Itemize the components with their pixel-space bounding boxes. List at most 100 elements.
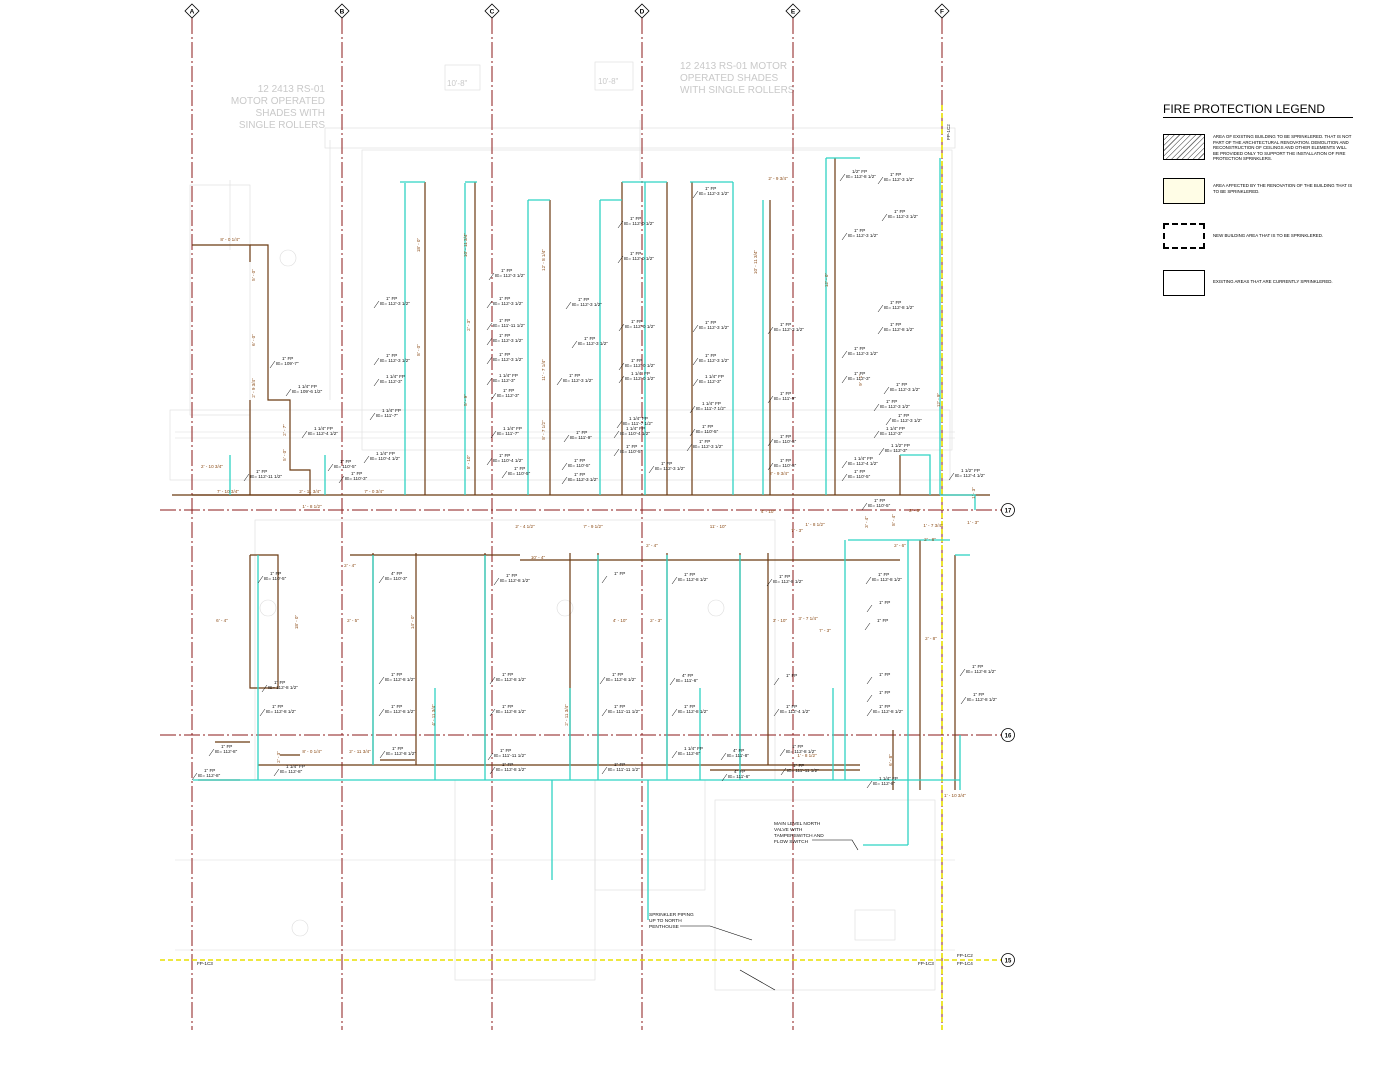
invert-elevation-text: IE= 111'-11 1/2" [494, 753, 526, 758]
invert-elevation-text: IE= 110'-5" [696, 429, 719, 434]
label-leader [613, 430, 620, 439]
dimension-text: 6' - 0" [251, 334, 256, 346]
sprinkler-label: 1" FP [866, 600, 890, 613]
pipe-size-text: 1" FP [499, 318, 510, 323]
pipe-size-text: 1" FP [499, 333, 510, 338]
invert-elevation-text: IE= 112'-3 1/2" [848, 233, 878, 238]
dimension-text: 3' - 10" [773, 618, 788, 623]
dimension-text: 7' - 10 3/4" [217, 489, 239, 494]
dimension-text: 2' - 9 3/4" [769, 471, 789, 476]
legend-item-text: NEW BUILDING AREA THAT IS TO BE SPRINKLE… [1213, 233, 1324, 238]
label-leader [273, 768, 280, 777]
label-leader [488, 272, 495, 281]
label-leader [866, 708, 873, 717]
pipe-size-text: 1" FP [499, 352, 510, 357]
pipe-size-text: 1" FP [786, 704, 797, 709]
label-leader [692, 378, 699, 387]
label-leader [689, 428, 696, 437]
pipe-size-text: 1" FP [626, 444, 637, 449]
label-leader [601, 766, 608, 775]
invert-elevation-text: IE= 112'-3 1/2" [380, 358, 410, 363]
invert-elevation-text: IE= 111'-11 1/2" [608, 767, 640, 772]
pipe-size-text: 1" FP [702, 424, 713, 429]
invert-elevation-text: IE= 112'-8 1/2" [967, 697, 997, 702]
invert-elevation-text: IE= 112'-3" [380, 379, 403, 384]
dimension-text: 2' - 3" [466, 319, 471, 331]
pipe-size-text: 1" FP [854, 346, 865, 351]
column-grid [160, 18, 1002, 1030]
label-leader [873, 430, 880, 439]
label-leader [841, 473, 848, 482]
grid-bubble-b: B [334, 3, 350, 19]
pipe-size-text: 1 1/4" FP [499, 373, 518, 378]
invert-elevation-text: IE= 112'-8 1/2" [385, 677, 415, 682]
label-leader [561, 462, 568, 471]
pipe-size-text: 1 1/4" FP [376, 451, 395, 456]
dimension-text: 2' - 4" [344, 563, 356, 568]
invert-elevation-text: IE= 112'-3 1/2" [572, 302, 602, 307]
invert-elevation-text: IE= 112'-3 1/2" [380, 301, 410, 306]
dimension-text: 5' - 9" [463, 394, 468, 406]
invert-elevation-text: IE= 110'-5" [848, 474, 871, 479]
invert-elevation-text: IE= 112'-3 1/2" [493, 301, 523, 306]
label-leader [616, 420, 623, 429]
legend-item-hatch: AREA OF EXISTING BUILDING TO BE SPRINKLE… [1163, 134, 1373, 178]
dimension-text: 10' - 4" [531, 555, 546, 560]
invert-elevation-text: IE= 112'-3 1/2" [493, 357, 523, 362]
invert-elevation-text: IE= 112'-3" [699, 379, 722, 384]
pipe-size-text: 1" FP [661, 461, 672, 466]
invert-elevation-text: IE= 112'-3" [880, 431, 903, 436]
dimension-text: 11' - 7 1/4" [541, 359, 546, 381]
invert-elevation-text: IE= 112'-3" [497, 393, 520, 398]
grid-bubble-a: A [184, 3, 200, 19]
label-leader [599, 676, 606, 685]
invert-elevation-text: IE= 112'-8" [198, 773, 221, 778]
pipe-size-text: 1" FP [578, 297, 589, 302]
dimension-text: 1' - 8 1/2" [805, 522, 825, 527]
label-leader [208, 748, 215, 757]
invert-elevation-text: IE= 112'-8" [873, 781, 896, 786]
label-leader [877, 176, 884, 185]
pipe-size-text: 1" FP [630, 216, 641, 221]
label-leader [490, 392, 497, 401]
label-leader [773, 677, 780, 686]
label-leader [689, 405, 696, 414]
pipe-size-text: 1" FP [898, 413, 909, 418]
label-leader [269, 360, 276, 369]
dimension-text: 2' - 8" [925, 636, 937, 641]
legend-item-text: AREA AFFECTED BY THE RENOVATION OF THE B… [1213, 183, 1353, 194]
svg-text:E: E [791, 9, 796, 16]
dimension-text: 2' - 5" [347, 618, 359, 623]
label-leader [692, 357, 699, 366]
pipe-size-text: 1" FP [392, 746, 403, 751]
pipe-size-text: 1" FP [780, 458, 791, 463]
label-leader [864, 622, 871, 631]
invert-elevation-text: IE= 112'-3 1/2" [693, 444, 723, 449]
label-leader [486, 457, 493, 466]
invert-elevation-text: IE= 110'-4 1/2" [620, 431, 650, 436]
dimension-text: 8' - 7 1/2" [541, 420, 546, 440]
label-leader [671, 576, 678, 585]
pipe-size-text: 1 1/4" FP [298, 384, 317, 389]
pipe-size-text: 1" FP [614, 762, 625, 767]
